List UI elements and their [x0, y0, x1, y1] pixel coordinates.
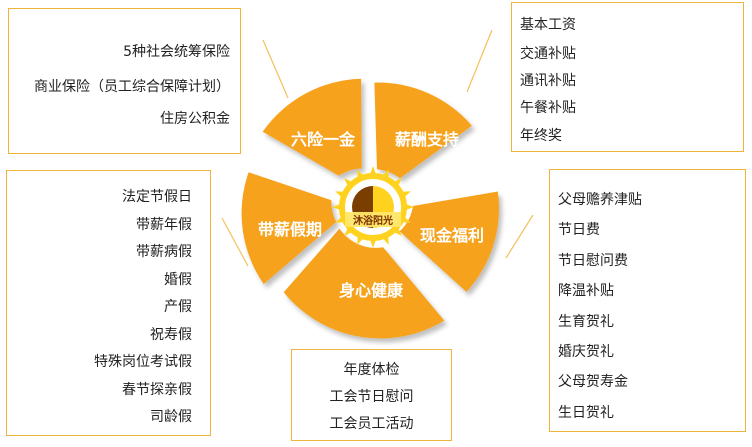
list-item: 基本工资 — [520, 17, 576, 33]
sun-ray — [332, 204, 341, 210]
segment-six-insurances — [262, 78, 362, 176]
segment-label-health: 身心健康 — [339, 281, 404, 300]
sun-ray — [405, 204, 414, 210]
list-item: 法定节假日 — [122, 189, 192, 205]
sun-ray — [370, 239, 376, 248]
connector-line-mid-right — [505, 214, 534, 259]
list-item: 工会员工活动 — [329, 416, 414, 432]
segment-label-six-insurances: 六险一金 — [291, 130, 356, 149]
list-item: 祝寿假 — [150, 327, 192, 343]
segment-health — [283, 228, 445, 339]
list-item: 生日贺礼 — [558, 405, 614, 421]
list-item: 带薪年假 — [136, 217, 192, 233]
list-item: 父母赡养津贴 — [558, 192, 642, 208]
segment-label-cash-benefits: 现金福利 — [420, 226, 484, 245]
list-item: 产假 — [164, 299, 192, 315]
list-item: 婚假 — [164, 272, 192, 288]
sun-ray — [394, 228, 402, 236]
center-label: 沐浴阳光 — [353, 214, 393, 227]
health-detail-box: 年度体检 工会节日慰问 工会员工活动 — [291, 349, 452, 441]
sun-ray — [370, 166, 376, 175]
list-item: 交通补贴 — [520, 46, 576, 62]
sun-ray — [344, 178, 352, 186]
list-item: 年度体检 — [343, 362, 400, 378]
list-item: 带薪病假 — [136, 244, 192, 260]
sun-ray — [394, 178, 402, 186]
segment-paid-leave — [241, 172, 337, 284]
six-insurances-detail-box: 5种社会统筹保险 商业保险（员工综合保障计划） 住房公积金 — [8, 8, 241, 154]
segment-label-salary-support: 薪酬支持 — [395, 130, 459, 149]
list-item: 节日费 — [558, 222, 600, 238]
list-item: 通讯补贴 — [520, 73, 576, 89]
list-item: 司龄假 — [150, 409, 192, 425]
list-item: 商业保险（员工综合保障计划） — [34, 79, 230, 95]
segment-cash-benefits — [399, 191, 500, 292]
list-item: 降温补贴 — [558, 283, 614, 299]
paid-leave-detail-box: 法定节假日 带薪年假 带薪病假 婚假 产假 祝寿假 特殊岗位考试假 春节探亲假 … — [6, 170, 211, 436]
center-label-background — [345, 212, 401, 227]
list-item: 午餐补贴 — [520, 100, 576, 116]
list-item: 生育贺礼 — [558, 314, 614, 330]
list-item: 春节探亲假 — [122, 382, 192, 398]
segment-label-paid-leave: 带薪假期 — [258, 220, 322, 239]
list-item: 父母贺寿金 — [558, 374, 628, 390]
list-item: 特殊岗位考试假 — [94, 354, 192, 370]
list-item: 工会节日慰问 — [329, 389, 414, 405]
list-item: 住房公积金 — [160, 111, 230, 127]
connector-line-mid-left — [221, 217, 249, 267]
cash-benefits-detail-box: 父母赡养津贴 节日费 节日慰问费 降温补贴 生育贺礼 婚庆贺礼 父母贺寿金 生日… — [549, 169, 746, 432]
list-item: 5种社会统筹保险 — [123, 44, 230, 60]
connector-line-top-left — [262, 39, 289, 99]
salary-support-detail-box: 基本工资 交通补贴 通讯补贴 午餐补贴 年终奖 — [511, 2, 744, 152]
connector-line-top-right — [466, 29, 493, 93]
segment-salary-support — [374, 82, 472, 179]
sun-ray — [344, 228, 352, 236]
list-item: 婚庆贺礼 — [558, 344, 614, 360]
list-item: 节日慰问费 — [558, 253, 628, 269]
list-item: 年终奖 — [520, 128, 562, 144]
